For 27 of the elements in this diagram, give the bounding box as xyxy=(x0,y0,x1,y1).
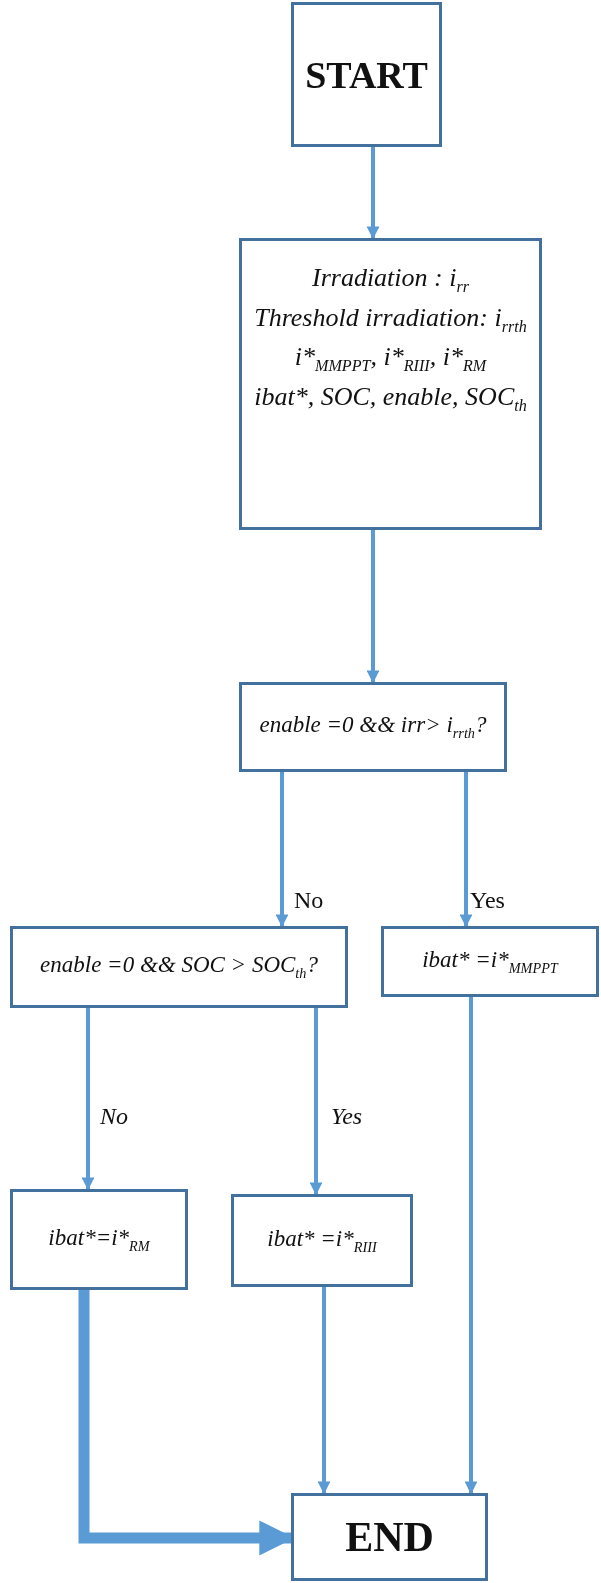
flow-arrow xyxy=(275,772,289,928)
flow-arrow xyxy=(309,1008,323,1196)
start-label: START xyxy=(305,52,428,97)
input-text: Threshold irradiation: i$_{rrth}$ xyxy=(254,301,527,337)
input-text: Irradiation : i$_{rr}$ xyxy=(312,262,469,298)
condition-text: enable =0 && SOC > SOC$_{th}$? xyxy=(40,952,318,982)
condition-text: enable =0 && irr> i$_{rrth}$? xyxy=(259,712,487,742)
flow-arrow xyxy=(366,147,380,240)
assignment-text: ibat* =i*$_{MMPPT}$ xyxy=(422,946,558,977)
start-terminal-box xyxy=(291,2,442,147)
flow-arrow xyxy=(81,1008,95,1191)
input-process-box xyxy=(239,238,542,530)
end-label: END xyxy=(345,1513,434,1561)
input-text: ibat*, SOC, enable, SOC$_{th}$ xyxy=(254,380,527,416)
assignment-text: ibat* =i*$_{RIII}$ xyxy=(267,1225,377,1256)
flow-arrow xyxy=(317,1287,331,1495)
end-terminal-box xyxy=(291,1493,488,1581)
decision-box xyxy=(239,682,507,772)
flow-arrow xyxy=(366,530,380,684)
input-text: i*$_{MMPPT}$, i*$_{RIII}$, i*$_{RM}$ xyxy=(294,341,487,377)
assignment-text: ibat*=i*$_{RM}$ xyxy=(48,1224,150,1255)
assignment-box xyxy=(10,1189,188,1290)
decision-box xyxy=(10,926,348,1008)
flow-arrow xyxy=(464,997,478,1495)
assignment-box xyxy=(381,926,599,997)
flow-arrow xyxy=(459,772,473,928)
assignment-box xyxy=(231,1194,413,1287)
